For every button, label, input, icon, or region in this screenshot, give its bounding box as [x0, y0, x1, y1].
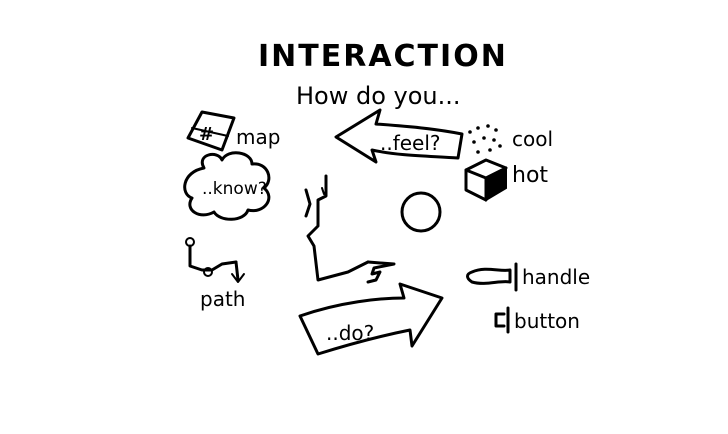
feel-arrow — [334, 108, 464, 164]
button-label: button — [514, 309, 580, 333]
path-label: path — [200, 287, 245, 311]
feel-arrow-label: ..feel? — [380, 131, 441, 155]
know-label: ..know? — [202, 179, 267, 199]
do-arrow — [298, 282, 444, 356]
handle-label: handle — [522, 265, 590, 289]
diagram-subtitle: How do you... — [296, 82, 461, 110]
hot-cube-icon — [464, 158, 508, 202]
button-icon — [494, 306, 510, 334]
map-label: map — [236, 125, 280, 149]
object-circle — [400, 191, 442, 233]
path-icon — [185, 237, 245, 283]
hot-label: hot — [512, 163, 548, 188]
map-symbol: # — [199, 124, 214, 145]
cool-dots-icon — [468, 124, 502, 154]
map-icon — [186, 110, 236, 152]
cool-label: cool — [512, 127, 553, 151]
diagram-title: INTERACTION — [258, 39, 508, 74]
do-arrow-label: ..do? — [326, 321, 374, 345]
handle-icon — [466, 262, 518, 292]
face-profile — [304, 174, 370, 282]
know-cloud-icon — [183, 151, 271, 221]
pointing-hand — [366, 260, 396, 284]
